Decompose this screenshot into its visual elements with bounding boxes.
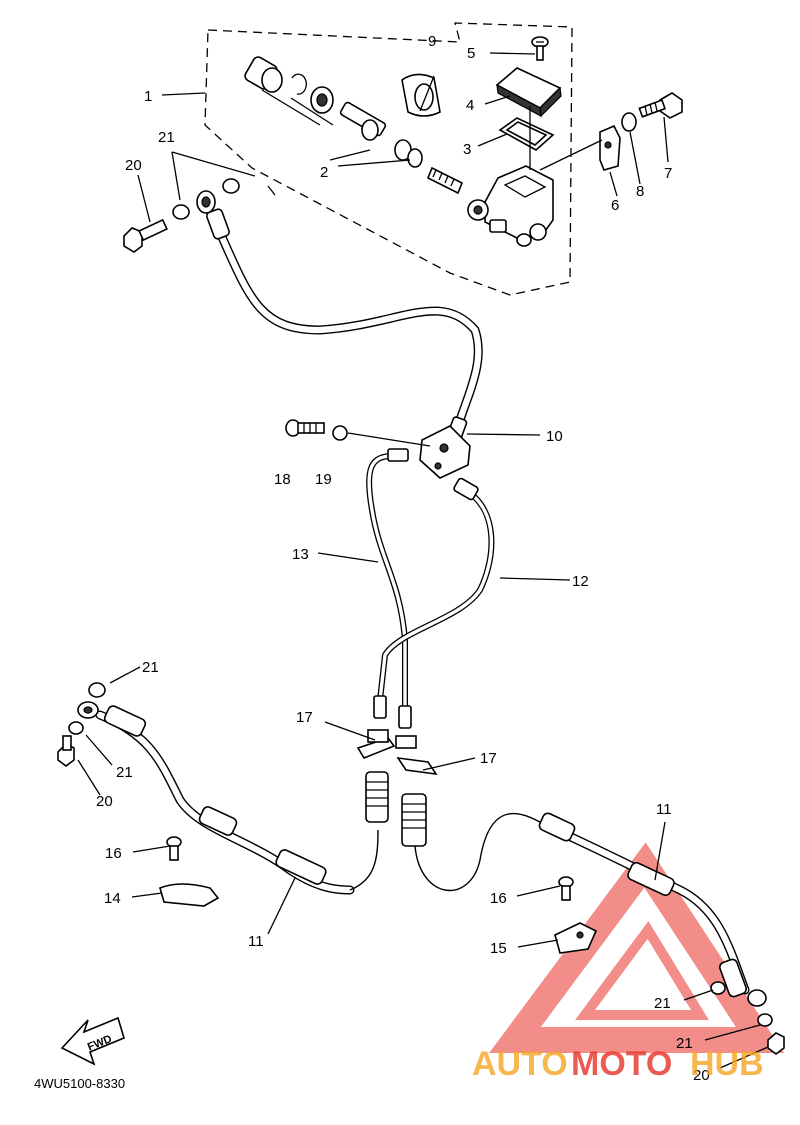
callout-labels: 1 2 3 4 5 6 7 8 9 10 11 11 12 13 14 15 1…: [96, 33, 710, 1084]
brake-hose-main: [196, 190, 483, 425]
master-cylinder-body: [467, 165, 554, 247]
joint-bolt: [285, 419, 325, 437]
callout-2: 2: [320, 164, 328, 181]
bracket-right: [554, 876, 598, 954]
gasket: [68, 721, 84, 735]
master-cylinder-kit: [244, 56, 464, 195]
callout-20-right: 20: [693, 1067, 710, 1084]
callout-11-right: 11: [656, 801, 672, 818]
callout-1: 1: [144, 88, 152, 105]
callout-18: 18: [274, 471, 291, 488]
pipe-clamps: [356, 729, 438, 776]
callout-13: 13: [292, 546, 309, 563]
callout-8: 8: [636, 183, 644, 200]
bracket-left: [159, 836, 220, 907]
callout-21-left-upper: 21: [142, 659, 159, 676]
gasket: [710, 981, 726, 995]
callout-20-top: 20: [125, 157, 142, 174]
svg-text:MOTO: MOTO: [571, 1045, 672, 1083]
callout-12: 12: [572, 573, 589, 590]
union-bolt: [123, 218, 168, 253]
callout-16-right: 16: [490, 890, 507, 907]
gasket: [172, 204, 190, 220]
callout-5: 5: [467, 45, 475, 62]
callout-9: 9: [428, 33, 436, 50]
diaphragm: [498, 117, 555, 151]
svg-text:AUTO: AUTO: [472, 1045, 568, 1083]
callout-6: 6: [611, 197, 619, 214]
callout-20-left: 20: [96, 793, 113, 810]
watermark-logo: [489, 842, 785, 1053]
union-bolt: [767, 1032, 785, 1055]
callout-21-right-lower: 21: [676, 1035, 693, 1052]
assembly-outline: [204, 22, 573, 296]
callout-3: 3: [463, 141, 471, 158]
gasket: [222, 178, 240, 194]
union-bolt: [57, 735, 75, 767]
svg-text:HUB: HUB: [690, 1045, 764, 1083]
callout-21-top: 21: [158, 129, 175, 146]
bolt: [638, 92, 683, 119]
callout-19: 19: [315, 471, 332, 488]
callout-4: 4: [466, 97, 474, 114]
callout-10: 10: [546, 428, 563, 445]
diagram-code: 4WU5100-8330: [34, 1076, 125, 1091]
forward-arrow-icon: FWD: [60, 1016, 125, 1066]
brake-pipes: [366, 448, 495, 729]
brake-joint: [419, 416, 471, 479]
brake-hose-right: [414, 812, 767, 1007]
gasket: [88, 682, 106, 698]
lock-washer: [621, 112, 637, 132]
leader-lines-top: [137, 52, 669, 223]
hose-fittings-center: [365, 771, 427, 847]
callout-11-left: 11: [248, 933, 264, 950]
joint-washer: [332, 425, 348, 441]
callout-7: 7: [664, 165, 672, 182]
callout-21-right-upper: 21: [654, 995, 671, 1012]
callout-15: 15: [490, 940, 507, 957]
callout-17-left: 17: [296, 709, 313, 726]
gasket: [757, 1013, 773, 1027]
callout-17-right: 17: [480, 750, 497, 767]
screw: [531, 36, 549, 61]
callout-16-left: 16: [105, 845, 122, 862]
callout-21-left-lower: 21: [116, 764, 133, 781]
reservoir-cap: [495, 67, 562, 118]
watermark-text: AUTO MOTO HUB: [472, 1045, 764, 1083]
brake-hose-left: [77, 701, 379, 895]
callout-14: 14: [104, 890, 121, 907]
leader-lines-lower: [77, 433, 769, 1069]
holder: [599, 124, 621, 171]
